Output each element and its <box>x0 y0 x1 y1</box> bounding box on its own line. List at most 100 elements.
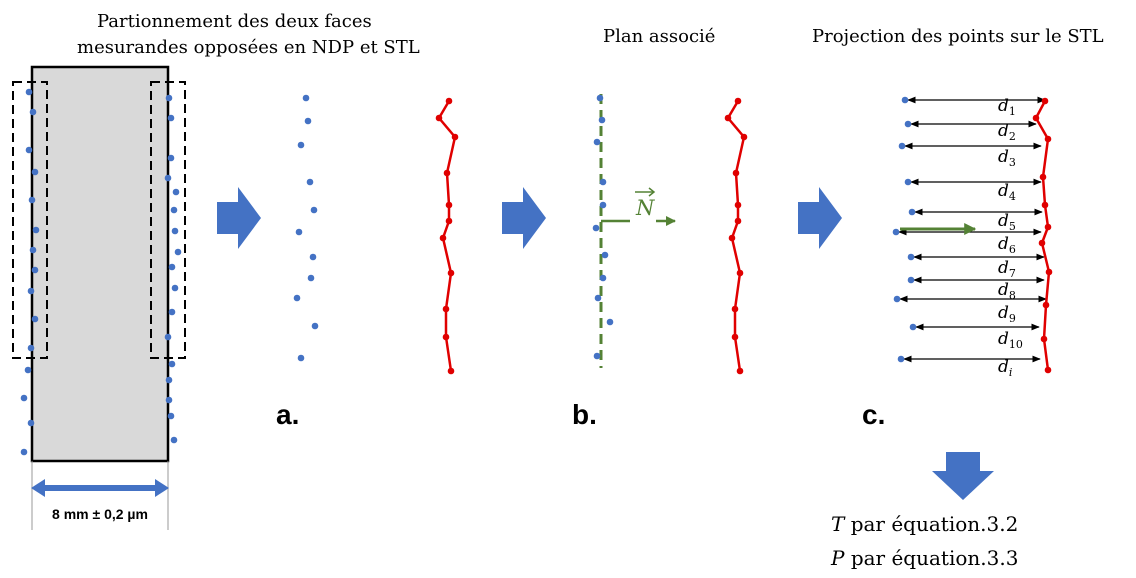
distance-label-base: d <box>998 303 1009 323</box>
stl-profile-line-vertex <box>435 114 443 122</box>
part-section: 8 mm ± 0,2 µm <box>12 65 186 530</box>
ndp-point <box>598 116 606 124</box>
result-p-text: par équation.3.3 <box>844 546 1018 570</box>
right-face-point <box>174 248 182 256</box>
stage-c-stl-profile <box>1032 97 1053 374</box>
heading-plan: Plan associé <box>603 26 715 47</box>
left-face-points <box>20 88 40 456</box>
stage-b-stl-profile <box>724 97 748 375</box>
stl-profile-line-vertex <box>445 201 453 209</box>
distance-label-base: d <box>998 280 1009 300</box>
right-face-point <box>168 360 176 368</box>
distance-label-base: d <box>998 258 1009 278</box>
ndp-point <box>304 117 312 125</box>
block-arrow-down <box>932 452 994 500</box>
ndp-point <box>904 178 912 186</box>
stl-profile-line-vertex <box>732 169 740 177</box>
left-face-point <box>27 287 35 295</box>
stl-profile-line-vertex <box>445 217 453 225</box>
left-face-point <box>20 448 28 456</box>
ndp-point <box>310 206 318 214</box>
left-face-point <box>31 168 39 176</box>
stl-profile-line-vertex <box>443 169 451 177</box>
stage-c-ndp-points <box>892 96 917 363</box>
right-face-point <box>165 396 173 404</box>
distance-label: d8 <box>998 280 1016 302</box>
left-face-point <box>29 108 37 116</box>
stl-profile-line-vertex <box>734 217 742 225</box>
step-b-label: b. <box>572 399 597 430</box>
right-face-point <box>165 376 173 384</box>
stl-profile-line-vertex <box>731 333 739 341</box>
result-t-variable: T <box>831 512 846 536</box>
right-face-point <box>168 308 176 316</box>
left-face-partition-box <box>12 81 48 359</box>
distance-label: d6 <box>998 234 1016 256</box>
left-face-point <box>27 344 35 352</box>
distance-label: d7 <box>998 258 1016 280</box>
stl-profile-line-vertex <box>1041 201 1049 209</box>
ndp-point <box>302 94 310 102</box>
result-p-variable: P <box>830 546 845 570</box>
dimension-label: 8 mm ± 0,2 µm <box>52 506 148 522</box>
ndp-point <box>893 295 901 303</box>
distance-label-subscript: 4 <box>1009 190 1016 203</box>
stage-a-ndp-points <box>293 94 319 362</box>
stl-profile-line-vertex <box>736 367 744 375</box>
heading-partition-line2: mesurandes opposées en NDP et STL <box>77 37 420 58</box>
ndp-point <box>297 354 305 362</box>
stl-profile-line-vertex <box>1044 223 1052 231</box>
stl-profile-line-vertex <box>740 133 748 141</box>
normal-vector-overarrow <box>648 187 656 197</box>
stage-b-ndp-points <box>592 94 614 360</box>
step-c-label: c. <box>862 399 885 430</box>
left-face-point <box>32 226 40 234</box>
ndp-point <box>297 141 305 149</box>
ndp-point <box>599 274 607 282</box>
stl-profile-line-vertex <box>734 97 742 105</box>
stl-profile-line-vertex <box>445 97 453 105</box>
stl-profile-line-vertex <box>1041 97 1049 105</box>
ndp-point <box>593 138 601 146</box>
distance-label: d9 <box>998 303 1016 325</box>
distance-label: di <box>998 357 1012 379</box>
normal-vector-label: N <box>635 196 655 220</box>
right-face-point <box>167 154 175 162</box>
ndp-point <box>908 208 916 216</box>
distance-label-base: d <box>998 96 1009 116</box>
distance-label-base: d <box>998 121 1009 141</box>
distance-label-base: d <box>998 329 1009 349</box>
ndp-point <box>892 228 900 236</box>
stl-profile-line-vertex <box>447 269 455 277</box>
distance-label-subscript: 6 <box>1009 243 1016 256</box>
left-face-point <box>31 266 39 274</box>
distance-label-base: d <box>998 234 1009 254</box>
ndp-point <box>293 294 301 302</box>
stl-profile-line-vertex <box>439 234 447 242</box>
distance-label-base: d <box>998 181 1009 201</box>
ndp-point <box>311 322 319 330</box>
distance-label-base: d <box>998 357 1009 377</box>
distance-label: d3 <box>998 147 1016 169</box>
stl-profile-line-vertex <box>451 133 459 141</box>
ndp-point <box>306 178 314 186</box>
dimension-arrow-left <box>31 479 45 497</box>
stl-profile-line-vertex <box>1040 335 1048 343</box>
left-face-point <box>25 146 33 154</box>
distance-label-subscript: 5 <box>1009 220 1016 233</box>
distance-label-subscript: 1 <box>1009 105 1016 118</box>
distance-label: d10 <box>998 329 1023 351</box>
ndp-point <box>904 120 912 128</box>
stl-profile-line-vertex <box>736 269 744 277</box>
ndp-point <box>599 178 607 186</box>
stl-profile-line-vertex <box>1044 366 1052 374</box>
stl-profile-line-vertex <box>724 114 732 122</box>
result-t-text: par équation.3.2 <box>844 512 1018 536</box>
right-face-point <box>170 206 178 214</box>
block-arrow-2 <box>502 187 546 249</box>
right-face-point <box>172 188 180 196</box>
block-arrow-3 <box>798 187 842 249</box>
stl-profile-line-vertex <box>728 234 736 242</box>
